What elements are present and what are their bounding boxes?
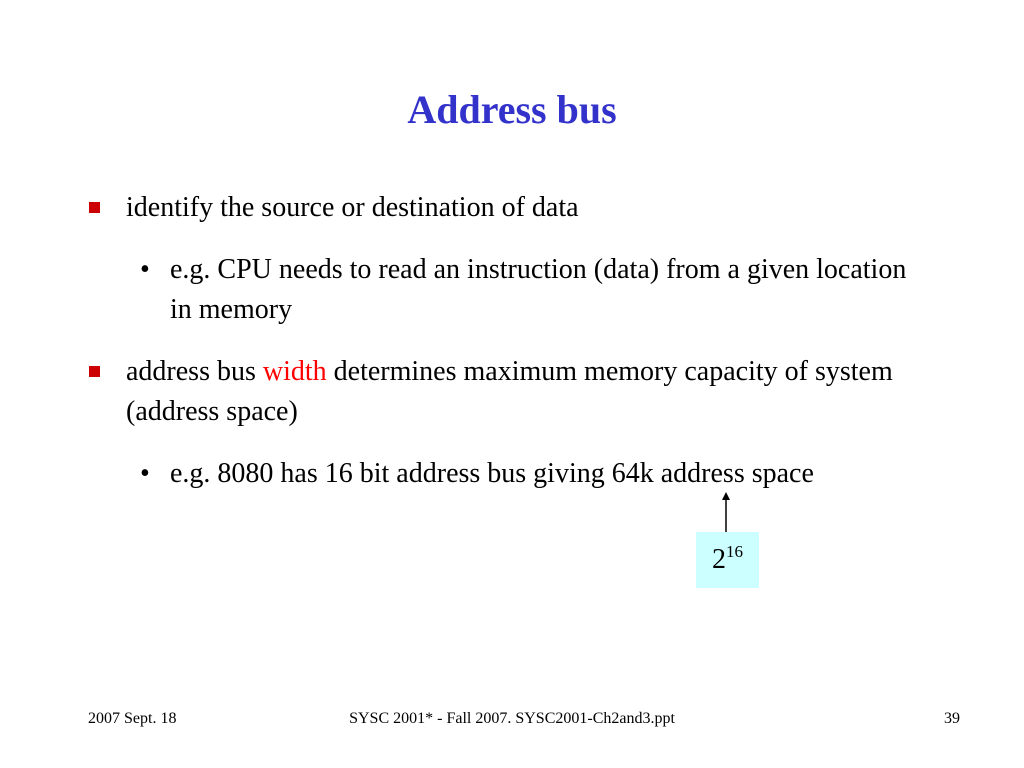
bullet-text-1: identify the source or destination of da… <box>126 192 579 223</box>
bullet-item-2: address bus width determines maximum mem… <box>89 352 946 432</box>
bullet-item-1: identify the source or destination of da… <box>89 188 946 228</box>
sub-bullet-text-2: e.g. 8080 has 16 bit address bus giving … <box>170 458 814 489</box>
slide-title: Address bus <box>407 87 617 132</box>
power-exponent: 16 <box>726 542 743 561</box>
sub-bullet-item-2: • e.g. 8080 has 16 bit address bus givin… <box>140 454 910 494</box>
bullet-text-2-after: determines maximum memory capacity of sy… <box>126 356 893 427</box>
footer-course: SYSC 2001* - Fall 2007. SYSC2001-Ch2and3… <box>349 710 675 727</box>
power-annotation-box: 216 <box>696 532 759 588</box>
highlight-word-width: width <box>262 356 327 387</box>
sub-bullet-text-1: e.g. CPU needs to read an instruction (d… <box>170 254 907 325</box>
footer-date: 2007 Sept. 18 <box>88 710 177 727</box>
footer-page-number: 39 <box>944 710 960 727</box>
up-arrow-icon <box>722 492 730 532</box>
red-square-bullet-icon <box>89 366 100 377</box>
sub-bullet-item-1: • e.g. CPU needs to read an instruction … <box>140 250 910 330</box>
red-square-bullet-icon <box>89 202 100 213</box>
power-base: 2 <box>712 544 726 575</box>
dot-bullet-icon: • <box>140 458 150 489</box>
bullet-text-2-before: address bus <box>126 356 263 387</box>
dot-bullet-icon: • <box>140 254 150 285</box>
